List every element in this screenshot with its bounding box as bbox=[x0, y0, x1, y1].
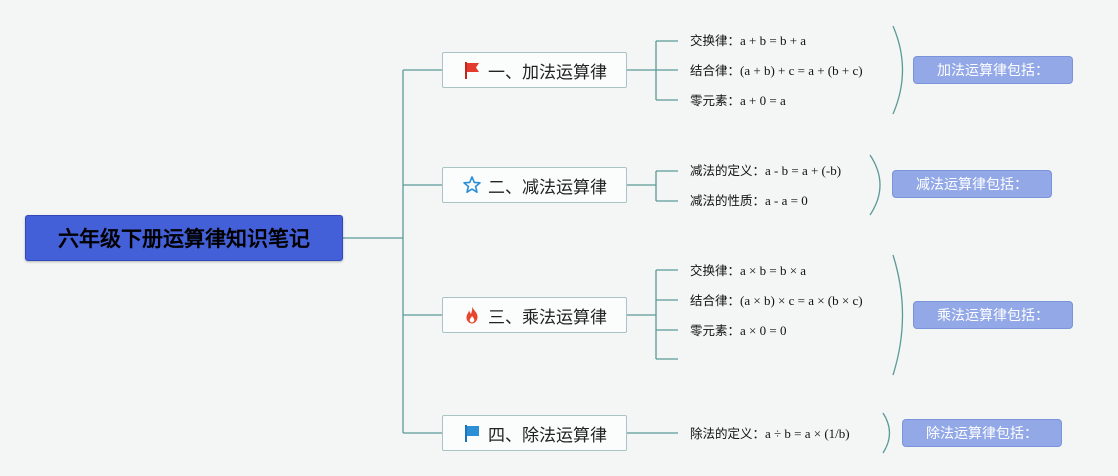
topic-multiplication[interactable]: 三、乘法运算律 bbox=[442, 297, 627, 333]
list-item: 交换律：a + b = b + a bbox=[690, 33, 807, 48]
blue-flag-icon bbox=[462, 423, 482, 443]
brace-3 bbox=[892, 254, 904, 376]
summary-multiplication[interactable]: 乘法运算律包括： bbox=[913, 301, 1073, 329]
list-item: 减法的性质：a - a = 0 bbox=[690, 193, 808, 208]
list-item: 交换律：a × b = b × a bbox=[690, 263, 807, 278]
brace-2 bbox=[869, 154, 881, 216]
summary-label: 乘法运算律包括： bbox=[937, 308, 1049, 324]
topic-subtraction[interactable]: 二、减法运算律 bbox=[442, 167, 627, 203]
brace-1 bbox=[892, 25, 904, 115]
topic-label: 二、减法运算律 bbox=[488, 177, 607, 198]
list-item: 零元素：a × 0 = 0 bbox=[690, 323, 787, 338]
topic-label: 四、除法运算律 bbox=[488, 425, 607, 446]
list-item: 除法的定义：a ÷ b = a × (1/b) bbox=[690, 426, 850, 441]
topic-division[interactable]: 四、除法运算律 bbox=[442, 415, 627, 451]
summary-label: 减法运算律包括： bbox=[916, 177, 1028, 193]
root-topic[interactable]: 六年级下册运算律知识笔记 bbox=[25, 215, 343, 261]
list-item: 零元素：a + 0 = a bbox=[690, 93, 786, 108]
brace-4 bbox=[882, 412, 891, 454]
summary-division[interactable]: 除法运算律包括： bbox=[902, 419, 1062, 447]
topic-label: 一、加法运算律 bbox=[488, 62, 607, 83]
root-title: 六年级下册运算律知识笔记 bbox=[58, 227, 310, 251]
star-icon bbox=[462, 175, 482, 195]
summary-addition[interactable]: 加法运算律包括： bbox=[913, 56, 1073, 84]
list-item: 结合律：(a × b) × c = a × (b × c) bbox=[690, 293, 863, 308]
list-item: 减法的定义：a - b = a + (-b) bbox=[690, 163, 842, 178]
topic-label: 三、乘法运算律 bbox=[488, 307, 607, 328]
red-flag-icon bbox=[462, 60, 482, 80]
topic-addition[interactable]: 一、加法运算律 bbox=[442, 52, 627, 88]
summary-label: 除法运算律包括： bbox=[926, 426, 1038, 442]
list-item: 结合律：(a + b) + c = a + (b + c) bbox=[690, 63, 863, 78]
fire-icon bbox=[462, 305, 482, 325]
summary-label: 加法运算律包括： bbox=[937, 63, 1049, 79]
summary-subtraction[interactable]: 减法运算律包括： bbox=[892, 170, 1052, 198]
